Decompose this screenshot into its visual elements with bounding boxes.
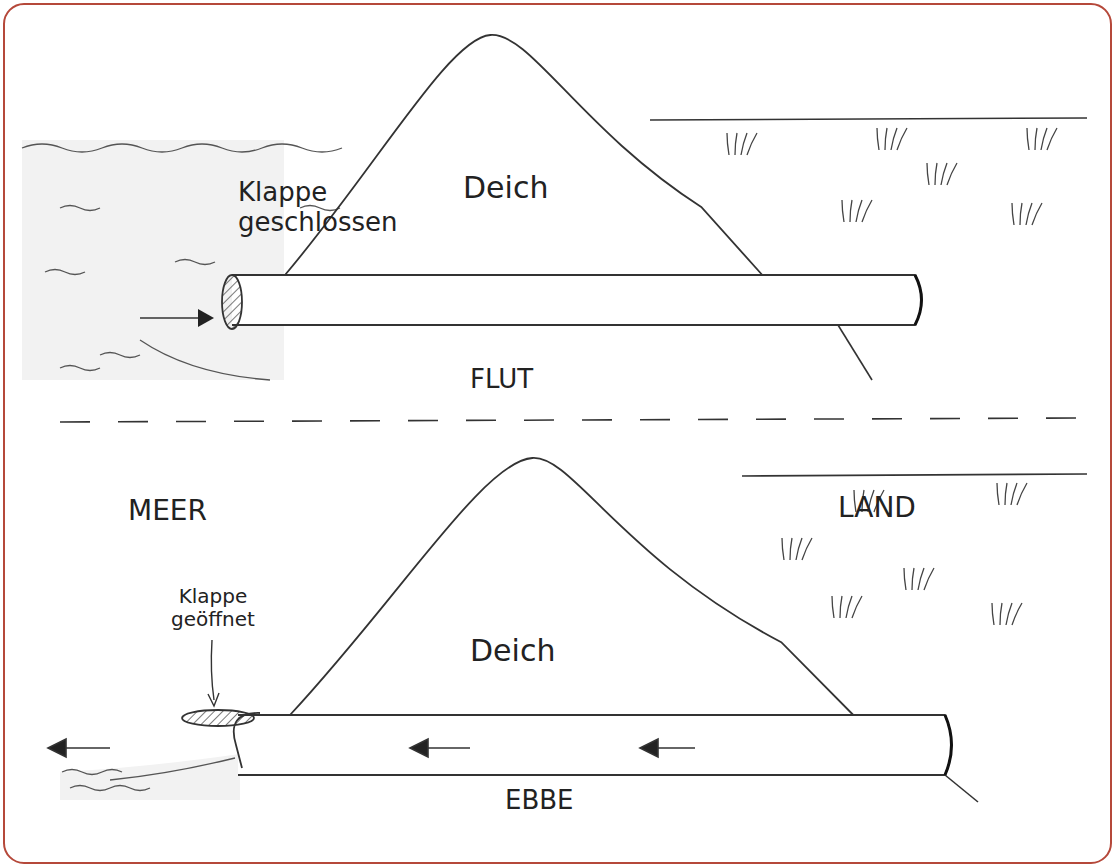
dike-outline: [285, 32, 840, 275]
dike-shape: Deich: [285, 32, 840, 275]
sluice-pipe: [232, 275, 922, 325]
sea-water: [60, 754, 240, 800]
pressure-arrow: [140, 309, 214, 327]
pipe-end: [945, 715, 952, 775]
flap-open: [182, 710, 254, 726]
land-surface: [742, 474, 1087, 476]
pipe-end: [915, 275, 922, 325]
region-label: LAND: [838, 492, 916, 524]
land-surface: [650, 118, 1087, 120]
sluice-pipe: [238, 715, 952, 775]
dike-label: Deich: [463, 170, 548, 205]
region-label: MEER: [128, 495, 207, 527]
tide-label: EBBE: [505, 786, 574, 816]
flap-label: Klappe geöffnet: [148, 585, 278, 631]
sea-water: [22, 140, 342, 380]
dike-label: Deich: [470, 633, 555, 668]
frame: [4, 4, 1111, 863]
tide-label: FLUT: [470, 365, 533, 395]
flap-closed: [222, 275, 242, 329]
flap-label: Klappe geschlossen: [238, 178, 413, 238]
leader-arrow: [208, 640, 219, 706]
divider: [60, 418, 1085, 422]
flow-arrow: [48, 739, 695, 757]
dike-slope: [838, 325, 872, 380]
dike-slope: [945, 775, 978, 802]
grass-tufts: [727, 128, 1057, 625]
